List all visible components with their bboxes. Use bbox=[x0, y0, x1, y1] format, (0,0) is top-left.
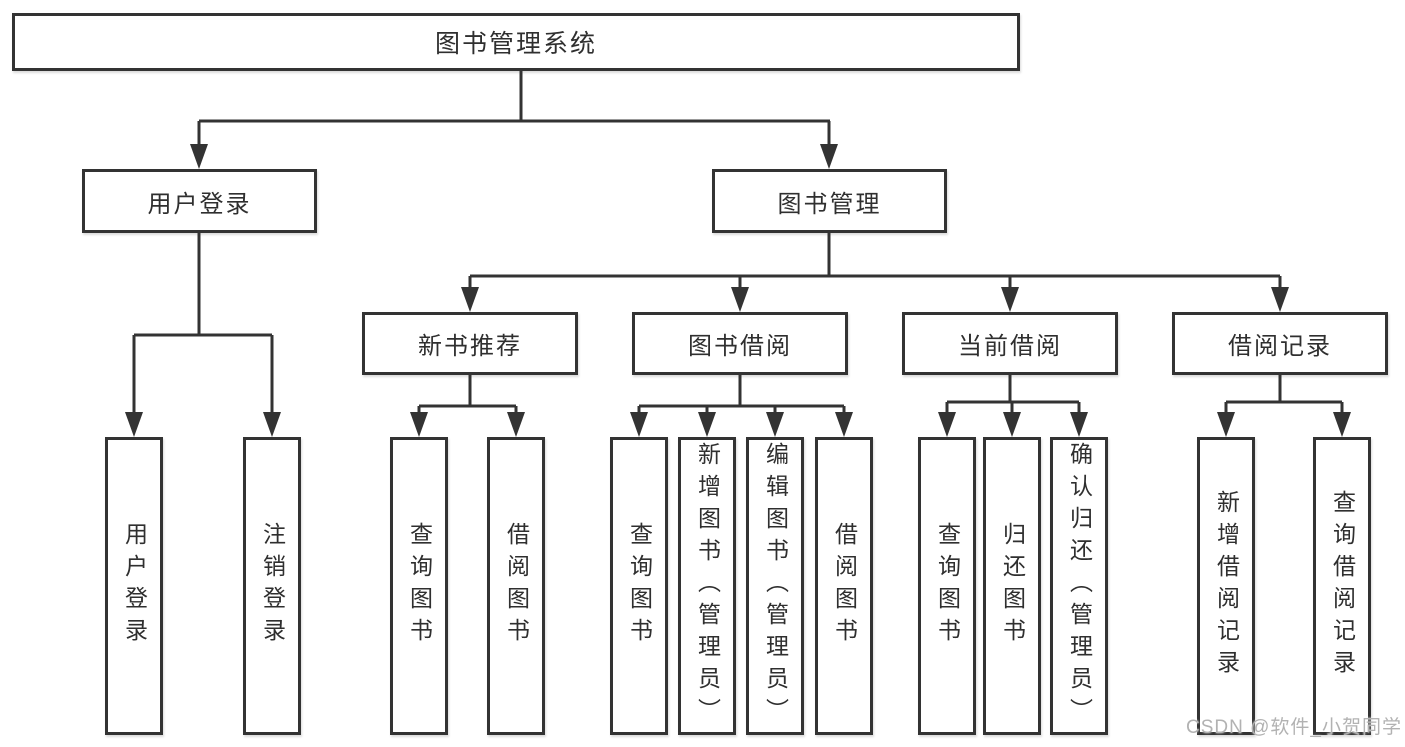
node-label: 查询图书 bbox=[626, 522, 653, 650]
node-label: 用户登录 bbox=[147, 190, 252, 218]
node-label: 新增图书（管理员） bbox=[694, 442, 721, 730]
node-library-management-system: 图书管理系统 bbox=[12, 13, 1020, 71]
node-label: 查询图书 bbox=[934, 522, 961, 650]
node-label: 查询图书 bbox=[406, 522, 433, 650]
node-label: 新书推荐 bbox=[418, 333, 522, 360]
node-label: 用户登录 bbox=[121, 522, 148, 650]
watermark: CSDN @软件_小贺同学 bbox=[1186, 717, 1402, 738]
node-new-book-recommendation: 新书推荐 bbox=[362, 312, 578, 375]
node-label: 编辑图书（管理员） bbox=[762, 442, 789, 730]
node-label: 查询借阅记录 bbox=[1329, 490, 1356, 682]
leaf-query-books-current: 查询图书 bbox=[918, 437, 976, 735]
node-book-borrowing: 图书借阅 bbox=[632, 312, 848, 375]
node-current-borrowing: 当前借阅 bbox=[902, 312, 1118, 375]
leaf-return-books: 归还图书 bbox=[983, 437, 1041, 735]
node-label: 当前借阅 bbox=[958, 333, 1062, 360]
leaf-logout: 注销登录 bbox=[243, 437, 301, 735]
leaf-query-books-borrow: 查询图书 bbox=[610, 437, 668, 735]
leaf-query-books-recommend: 查询图书 bbox=[390, 437, 448, 735]
node-label: 借阅图书 bbox=[503, 522, 530, 650]
node-label: 借阅图书 bbox=[831, 522, 858, 650]
node-user-login: 用户登录 bbox=[82, 169, 317, 233]
node-book-management: 图书管理 bbox=[712, 169, 947, 233]
node-label: 注销登录 bbox=[259, 522, 286, 650]
leaf-confirm-return-admin: 确认归还（管理员） bbox=[1050, 437, 1108, 735]
node-label: 归还图书 bbox=[999, 522, 1026, 650]
leaf-user-login: 用户登录 bbox=[105, 437, 163, 735]
leaf-add-borrow-record: 新增借阅记录 bbox=[1197, 437, 1255, 735]
node-label: 借阅记录 bbox=[1228, 333, 1332, 360]
leaf-edit-books-admin: 编辑图书（管理员） bbox=[746, 437, 804, 735]
node-label: 图书借阅 bbox=[688, 333, 792, 360]
node-label: 图书管理系统 bbox=[434, 30, 597, 58]
node-label: 确认归还（管理员） bbox=[1066, 442, 1093, 730]
leaf-borrow-books-recommend: 借阅图书 bbox=[487, 437, 545, 735]
leaf-borrow-books: 借阅图书 bbox=[815, 437, 873, 735]
node-label: 新增借阅记录 bbox=[1213, 490, 1240, 682]
leaf-query-borrow-record: 查询借阅记录 bbox=[1313, 437, 1371, 735]
node-borrowing-records: 借阅记录 bbox=[1172, 312, 1388, 375]
leaf-add-books-admin: 新增图书（管理员） bbox=[678, 437, 736, 735]
node-label: 图书管理 bbox=[777, 190, 882, 218]
